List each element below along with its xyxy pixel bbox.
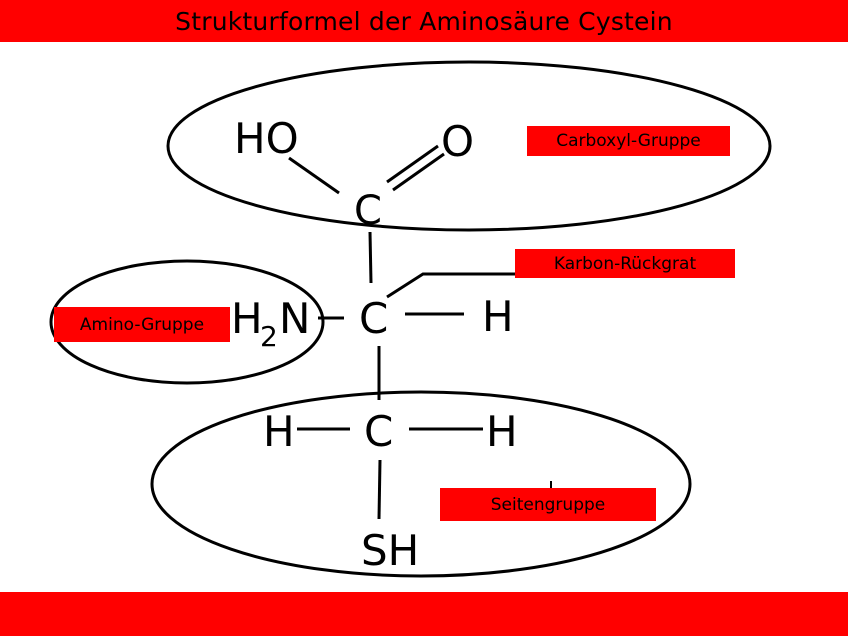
atom-h-alpha: H	[482, 292, 514, 341]
amino-group-ellipse	[49, 259, 325, 385]
footer-banner	[0, 592, 848, 636]
bond-c-o-double-2	[392, 152, 445, 192]
atom-h2n-n: N	[279, 294, 310, 343]
atom-c-beta: C	[364, 407, 393, 456]
carboxyl-group-label: Carboxyl-Gruppe	[527, 126, 730, 156]
carboxyl-group-ellipse	[166, 60, 772, 232]
atom-sh: SH	[361, 526, 419, 575]
carbon-backbone-label: Karbon-Rückgrat	[515, 249, 735, 278]
bond-cbeta-s	[377, 459, 382, 520]
amino-group-label: Amino-Gruppe	[54, 307, 230, 342]
atom-h2n-subscript: 2	[260, 320, 278, 353]
atom-h-beta-left: H	[263, 407, 295, 456]
bond-c-calpha	[368, 231, 373, 284]
title-banner: Strukturformel der Aminosäure Cystein	[0, 0, 848, 42]
atom-o: O	[441, 117, 474, 166]
bond-c-o-double-1	[386, 144, 439, 184]
bond-ho-c	[288, 156, 340, 195]
atom-h2n-h: H	[231, 294, 263, 343]
atom-c-alpha: C	[359, 294, 388, 343]
karbon-pointer-line	[386, 272, 516, 299]
atom-h-beta-right: H	[486, 407, 518, 456]
atom-ho: HO	[234, 114, 299, 163]
side-group-label: Seitengruppe	[440, 488, 656, 521]
atom-c-carboxyl: C	[354, 188, 382, 234]
page-title: Strukturformel der Aminosäure Cystein	[175, 6, 673, 36]
side-group-ellipse	[150, 390, 692, 578]
